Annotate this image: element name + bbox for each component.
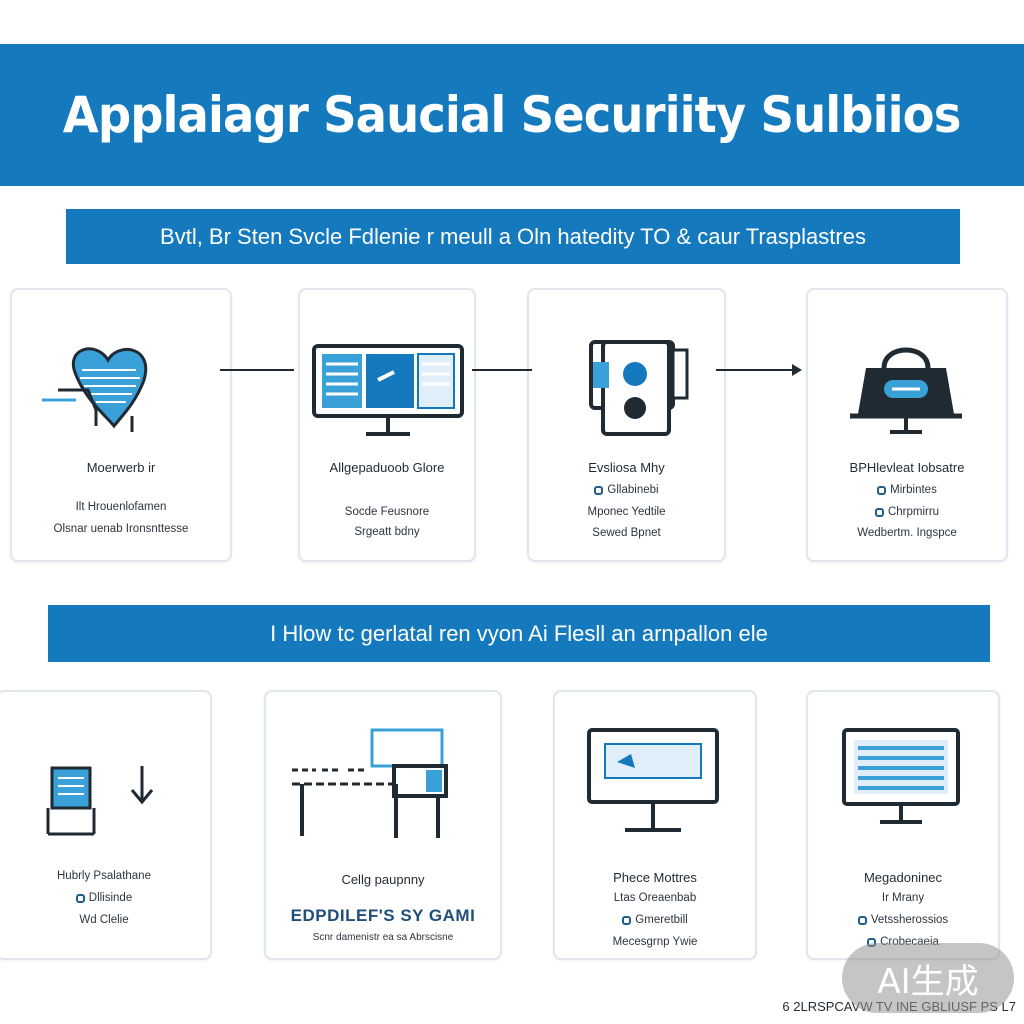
bullet-icon	[594, 486, 604, 495]
bullet-icon	[877, 486, 887, 495]
desk-icon	[292, 728, 448, 838]
card-s1-3-title: Evsliosa Mhy	[588, 460, 665, 475]
card-s1-4-title: BPHlevleat Iobsatre	[849, 460, 965, 475]
card-s2-1-line-1: Hubrly Psalathane	[57, 870, 151, 882]
card-s2-4-line-2: Vetssherossios	[808, 914, 998, 926]
card-s2-2: Cellg paupnny EDPDILEF'S SY GAMI Scnr da…	[264, 690, 502, 960]
bullet-icon	[857, 916, 867, 925]
card-s1-1-title: Moerwerb ir	[86, 460, 156, 475]
clipboard-icon	[46, 766, 154, 836]
card-s1-2: Allgepaduoob Glore Socde Feusnore Srgeat…	[298, 288, 476, 562]
card-s1-4: BPHlevleat Iobsatre Mirbintes Chrpmirru …	[806, 288, 1008, 562]
section2-banner-text: I Hlow tc gerlatal ren vyon Ai Flesll an…	[270, 620, 768, 646]
title-banner: Applaiagr Saucial Securiity Sulbiios	[0, 44, 1024, 186]
card-s1-1: Moerwerb ir Ilt Hrouenlofamen Olsnar uen…	[10, 288, 232, 562]
card-s1-4-line-2: Chrpmirru	[808, 506, 1006, 518]
card-s2-3: Phece Mottres Ltas Oreaenbab Gmeretbill …	[553, 690, 757, 960]
card-s1-2-line-1: Socde Feusnore	[344, 506, 430, 518]
page-title: Applaiagr Saucial Securiity Sulbiios	[63, 86, 962, 144]
card-s1-3-line-1: Gllabinebi	[529, 484, 724, 496]
card-s2-4-title: Megadoninec	[863, 870, 943, 885]
display-icon	[587, 728, 719, 832]
card-s1-1-line-1: Ilt Hrouenlofamen	[75, 501, 167, 513]
card-s2-3-line-3: Mecesgrnp Ywie	[612, 936, 698, 948]
id-card-icon	[589, 340, 689, 436]
card-s2-2-title: Cellg paupnny	[341, 872, 425, 887]
connector-line	[472, 369, 532, 371]
card-s2-1-line-3: Wd Clelie	[79, 914, 129, 926]
connector-line	[220, 369, 294, 371]
ai-generated-watermark: AI生成	[842, 943, 1014, 1013]
card-s2-4-line-1: Ir Mrany	[881, 892, 925, 904]
section1-banner-text: Bvtl, Br Sten Svcle Fdlenie r meull a Ol…	[160, 223, 866, 249]
card-s1-4-line-1: Mirbintes	[808, 484, 1006, 496]
card-s1-3-line-3: Sewed Bpnet	[592, 527, 661, 539]
card-s2-1: Hubrly Psalathane Dllisinde Wd Clelie	[0, 690, 212, 960]
card-s2-2-heading: EDPDILEF'S SY GAMI	[290, 906, 476, 925]
hands-heart-icon	[42, 347, 148, 432]
card-s1-3-line-2: Mponec Yedtile	[587, 506, 666, 518]
section2-banner: I Hlow tc gerlatal ren vyon Ai Flesll an…	[48, 605, 990, 662]
bullet-icon	[622, 916, 632, 925]
card-s2-3-line-2: Gmeretbill	[555, 914, 755, 926]
monitor-icon	[312, 344, 464, 436]
bullet-icon	[874, 508, 884, 517]
handbag-icon	[850, 347, 962, 434]
section1-banner: Bvtl, Br Sten Svcle Fdlenie r meull a Ol…	[66, 209, 960, 264]
card-s2-1-line-2: Dllisinde	[0, 892, 210, 904]
card-s2-3-line-1: Ltas Oreaenbab	[613, 892, 697, 904]
connector-arrow-icon	[716, 364, 802, 376]
bullet-icon	[75, 894, 85, 903]
card-s2-3-title: Phece Mottres	[613, 870, 697, 885]
card-s1-3: Evsliosa Mhy Gllabinebi Mponec Yedtile S…	[527, 288, 726, 562]
card-s2-2-caption: Scnr damenistr ea sa Abrscisne	[312, 932, 454, 943]
list-screen-icon	[842, 728, 960, 824]
card-s1-1-line-2: Olsnar uenab Ironsnttesse	[53, 523, 189, 535]
card-s1-2-line-2: Srgeatt bdny	[354, 526, 420, 538]
card-s1-4-line-3: Wedbertm. Ingspce	[857, 527, 957, 539]
card-s1-2-title: Allgepaduoob Glore	[329, 460, 445, 475]
card-s2-4: Megadoninec Ir Mrany Vetssherossios Crob…	[806, 690, 1000, 960]
